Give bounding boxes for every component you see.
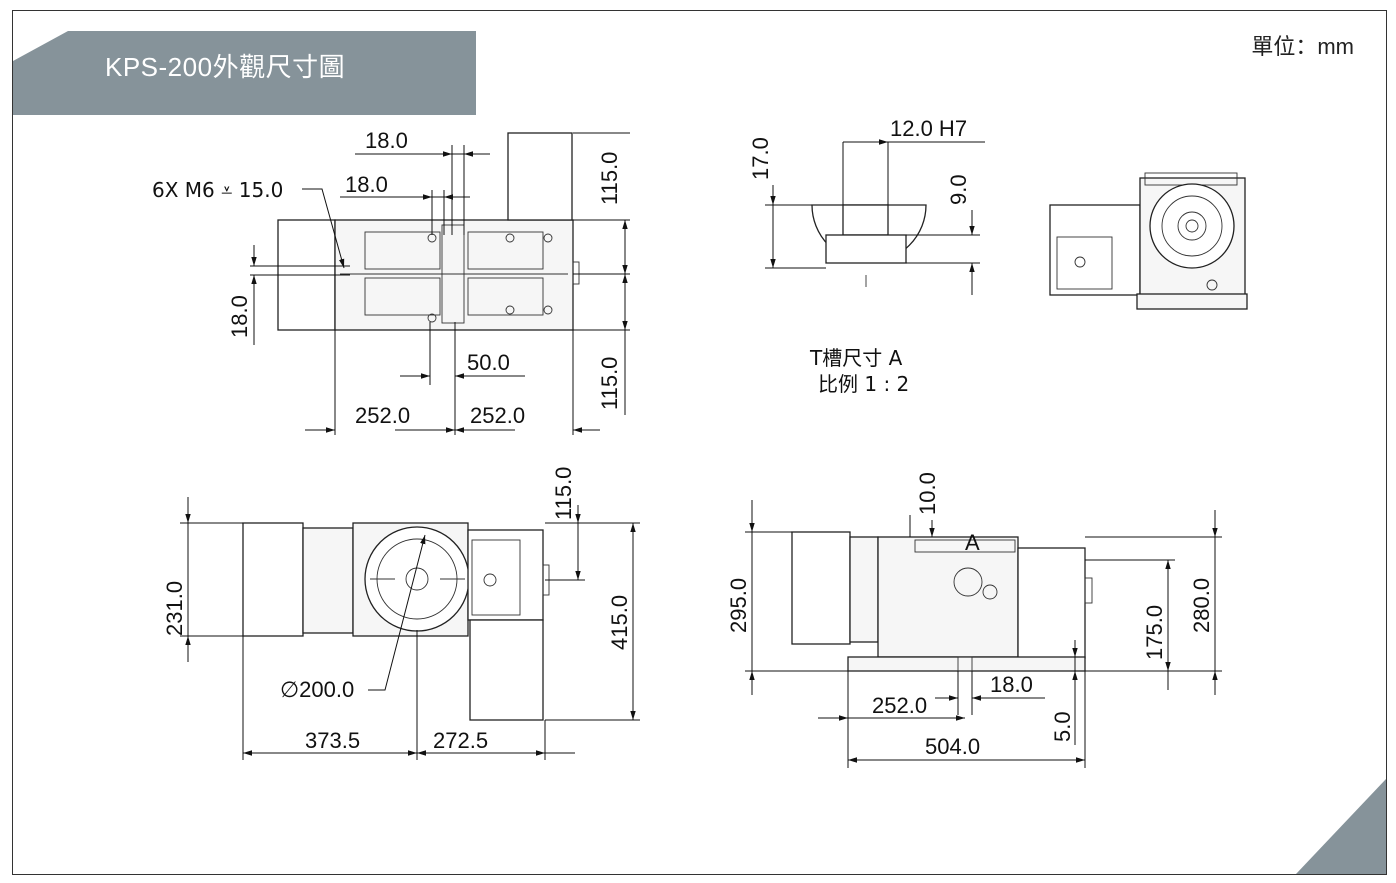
dim-252-side: 252.0 <box>872 693 927 718</box>
dim-9: 9.0 <box>946 174 971 205</box>
dim-18-side-view: 18.0 <box>990 672 1033 697</box>
dim-175: 175.0 <box>1142 605 1167 660</box>
dim-5: 5.0 <box>1050 711 1075 742</box>
front-motor <box>242 522 304 637</box>
end-motor-box <box>1049 204 1141 296</box>
title-banner <box>13 31 476 115</box>
dim-252-right: 252.0 <box>470 403 525 428</box>
dim-415: 415.0 <box>607 595 632 650</box>
section-mark-a: A <box>965 530 980 555</box>
dim-280: 280.0 <box>1189 578 1214 633</box>
drawing-frame: 單位：mm <box>12 10 1387 875</box>
side-housing <box>877 536 1019 658</box>
top-base-plate <box>334 219 574 331</box>
dim-373: 373.5 <box>305 728 360 753</box>
tslot-detail: 12.0 H7 17.0 9.0 T槽尺寸 A 比例 1 : 2 <box>748 116 985 396</box>
tap-note: 6X M6 ⩡ 15.0 <box>152 178 283 202</box>
tslot-caption-title: T槽尺寸 A <box>809 346 903 370</box>
drawing-title: KPS-200外觀尺寸圖 <box>105 52 346 82</box>
side-view: 10.0 A 295.0 280.0 175.0 18.0 252.0 5.0 <box>726 472 1222 768</box>
dim-231: 231.0 <box>162 581 187 636</box>
dim-252-left: 252.0 <box>355 403 410 428</box>
dim-18-lower: 18.0 <box>345 172 388 197</box>
side-motor <box>791 531 851 645</box>
dim-18-side: 18.0 <box>227 295 252 338</box>
dim-272: 272.5 <box>433 728 488 753</box>
dim-17: 17.0 <box>748 137 773 180</box>
dim-50: 50.0 <box>467 350 510 375</box>
dim-115-front: 115.0 <box>551 467 576 520</box>
dim-10: 10.0 <box>915 472 940 515</box>
dim-12-h7: 12.0 H7 <box>890 116 967 141</box>
top-view: 18.0 18.0 6X M6 ⩡ 15.0 18.0 115.0 115.0 … <box>152 128 630 435</box>
front-side-box <box>469 619 544 721</box>
dim-295: 295.0 <box>726 578 751 633</box>
front-view: 231.0 115.0 415.0 ∅200.0 373.5 272.5 <box>162 467 640 760</box>
dim-504: 504.0 <box>925 734 980 759</box>
dim-18-upper: 18.0 <box>365 128 408 153</box>
dim-diameter-200: ∅200.0 <box>280 677 354 702</box>
front-gearbox <box>467 529 544 621</box>
end-table-outer <box>1149 183 1235 269</box>
tslot-caption-scale: 比例 1 : 2 <box>818 372 909 396</box>
top-upper-box <box>507 132 573 221</box>
dim-115-upper: 115.0 <box>597 152 622 205</box>
end-view <box>1049 172 1248 310</box>
unit-label: 單位：mm <box>1251 34 1354 59</box>
corner-triangle <box>1296 779 1386 874</box>
side-base <box>847 656 1086 672</box>
dim-115-lower: 115.0 <box>597 357 622 410</box>
